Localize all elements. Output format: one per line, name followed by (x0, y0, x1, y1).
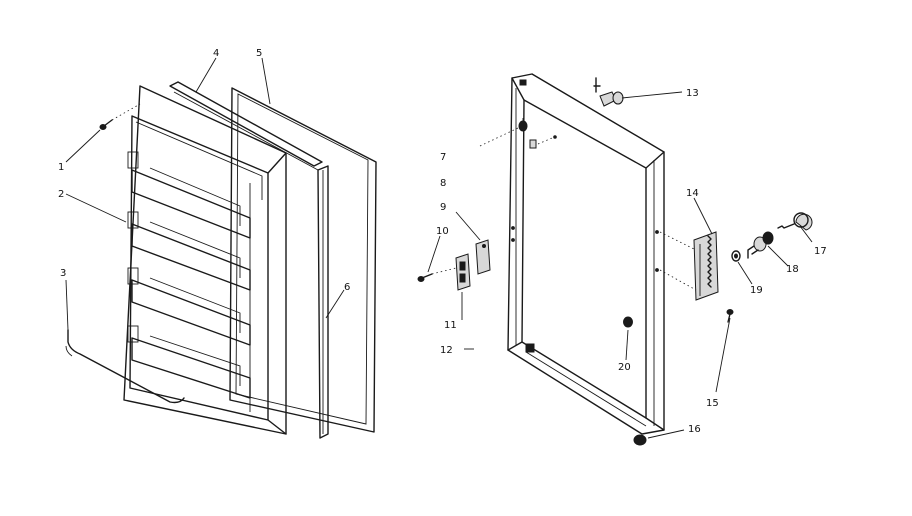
gasket-strip (169, 81, 323, 171)
trim-strip (317, 165, 329, 439)
callout-6: 6 (344, 282, 350, 293)
callout-14: 14 (686, 188, 699, 199)
callout-15: 15 (706, 398, 719, 409)
key (777, 212, 813, 231)
lock-plate (659, 231, 719, 301)
latch (455, 253, 471, 291)
callout-17: 17 (814, 246, 827, 257)
callout-2: 2 (58, 189, 64, 200)
callout-8: 8 (440, 178, 446, 189)
grommet (479, 118, 528, 147)
clip (529, 135, 557, 149)
door-frame (507, 73, 665, 435)
callout-labels: 1 2 3 4 5 6 7 8 9 10 11 12 13 14 15 16 1… (58, 48, 827, 435)
strike-plate (475, 239, 491, 275)
door-liner (123, 85, 287, 435)
callout-18: 18 (786, 264, 799, 275)
plate-screw (726, 309, 734, 323)
callout-9: 9 (440, 202, 446, 213)
leader-lines (65, 57, 813, 439)
callout-4: 4 (213, 48, 219, 59)
callout-3: 3 (60, 268, 66, 279)
plug (623, 316, 633, 328)
callout-1: 1 (58, 162, 64, 173)
panel-sheet (229, 87, 377, 433)
callout-16: 16 (688, 424, 701, 435)
bumper (633, 434, 647, 446)
callout-12: 12 (440, 345, 453, 356)
screw (99, 103, 141, 130)
callout-5: 5 (256, 48, 262, 59)
callout-13: 13 (686, 88, 699, 99)
callout-19: 19 (750, 285, 763, 296)
wire-rod (65, 329, 185, 404)
callout-7: 7 (440, 152, 446, 163)
callout-11: 11 (444, 320, 457, 331)
washer (731, 250, 741, 262)
callout-10: 10 (436, 226, 449, 237)
hinge-pin (593, 77, 624, 107)
latch-screw (417, 267, 457, 282)
callout-20: 20 (618, 362, 631, 373)
lock-cylinder (747, 231, 774, 259)
